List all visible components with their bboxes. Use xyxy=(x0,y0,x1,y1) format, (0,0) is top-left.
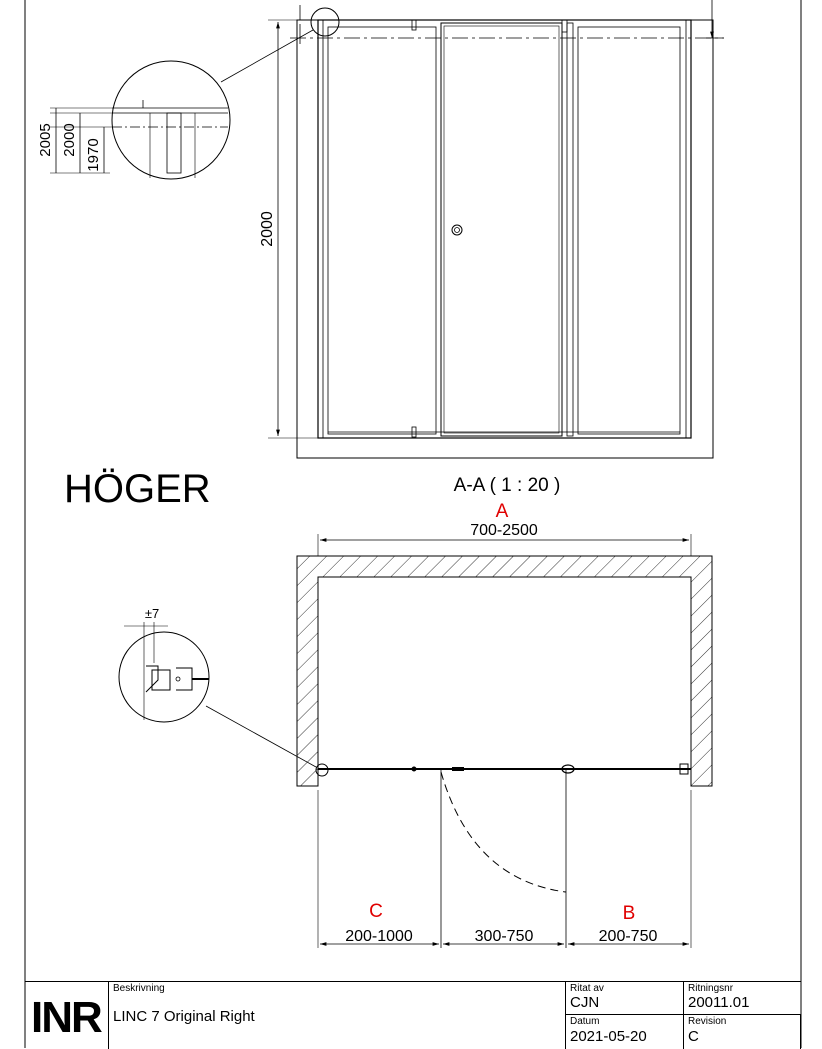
section-label: A-A ( 1 : 20 ) xyxy=(454,475,561,496)
plan-view xyxy=(205,534,713,948)
page-frame xyxy=(24,0,802,1048)
dim-b-range: 200-750 xyxy=(599,928,658,945)
dim-b-letter: B xyxy=(623,903,636,924)
door-panel xyxy=(440,22,563,437)
drawing-no-value: 20011.01 xyxy=(688,994,750,1011)
title-block: INR Beskrivning LINC 7 Original Right Ri… xyxy=(25,981,801,1049)
detail-callout-top xyxy=(310,7,340,37)
description-cell: Beskrivning LINC 7 Original Right xyxy=(108,982,568,1049)
height-dimension-label: 2000 xyxy=(259,211,276,247)
drawn-by-value: CJN xyxy=(570,994,600,1011)
orientation-label: HÖGER xyxy=(64,467,211,511)
detail-height xyxy=(50,60,231,180)
date-value: 2021-05-20 xyxy=(570,1028,647,1045)
hinge-top xyxy=(411,19,417,31)
detail-profile xyxy=(118,622,210,723)
revision-cell: Revision C xyxy=(683,1015,801,1049)
revision-label: Revision xyxy=(688,1016,727,1027)
detail-dim-1970: 1970 xyxy=(85,138,102,171)
brand-logo: INR xyxy=(31,993,103,1042)
right-fixed-panel xyxy=(577,26,681,435)
date-cell: Datum 2021-05-20 xyxy=(565,1015,683,1049)
description-value: LINC 7 Original Right xyxy=(113,1008,255,1025)
drawn-by-cell: Ritat av CJN xyxy=(565,982,683,1015)
elevation-outer-frame xyxy=(296,19,714,459)
tolerance-label: ±7 xyxy=(145,606,159,621)
dim-door-range: 300-750 xyxy=(475,928,534,945)
right-panel xyxy=(566,22,574,437)
date-label: Datum xyxy=(570,1016,600,1027)
wall-hatched xyxy=(296,555,713,787)
enclosure-frame xyxy=(317,19,692,439)
detail-dim-2000: 2000 xyxy=(61,123,78,156)
hinge-bottom xyxy=(411,426,417,438)
dim-c-range: 200-1000 xyxy=(345,928,413,945)
dim-c-letter: C xyxy=(369,901,383,922)
revision-value: C xyxy=(688,1028,699,1045)
door-handle xyxy=(451,224,463,236)
elevation-view xyxy=(220,0,724,459)
left-panel xyxy=(327,26,437,435)
detail-callout-left xyxy=(315,763,329,777)
dim-a-letter: A xyxy=(496,501,509,522)
description-label: Beskrivning xyxy=(113,983,165,994)
detail-dim-2005: 2005 xyxy=(37,123,54,156)
drawing-no-cell: Ritningsnr 20011.01 xyxy=(683,982,801,1015)
door-swing xyxy=(440,771,567,893)
drawing-no-label: Ritningsnr xyxy=(688,983,734,994)
dim-a-range: 700-2500 xyxy=(470,522,538,539)
drawn-by-label: Ritat av xyxy=(570,983,604,994)
